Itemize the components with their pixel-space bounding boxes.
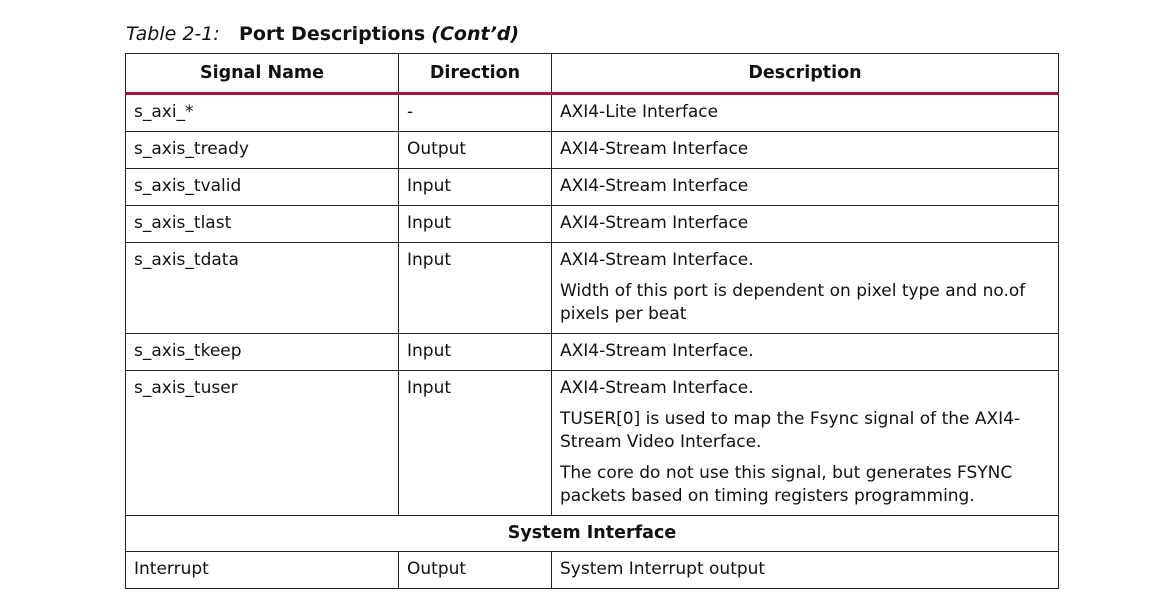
table-caption: Table 2-1: Port Descriptions (Cont’d) <box>126 20 519 48</box>
column-header-signal-name: Signal Name <box>125 53 399 95</box>
description-text: AXI4-Stream Interface <box>560 176 749 196</box>
table-row: s_axis_tready Output AXI4-Stream Interfa… <box>125 131 1059 169</box>
table-header-row: Signal Name Direction Description <box>125 53 1059 95</box>
direction-cell: Input <box>398 205 552 243</box>
description-text: AXI4-Stream Interface. <box>560 341 754 361</box>
table-title: Port Descriptions <box>239 23 426 45</box>
port-descriptions-table: Signal Name Direction Description s_axi_… <box>125 53 1059 589</box>
signal-name-cell: s_axis_tkeep <box>125 333 399 371</box>
description-cell: AXI4-Stream Interface <box>551 168 1059 206</box>
direction-cell: Input <box>398 242 552 334</box>
direction-cell: Input <box>398 168 552 206</box>
description-cell: System Interrupt output <box>551 551 1059 589</box>
signal-name-cell: s_axis_tready <box>125 131 399 169</box>
table-row: s_axi_* - AXI4-Lite Interface <box>125 93 1059 132</box>
description-cell: AXI4-Stream Interface <box>551 131 1059 169</box>
description-text: System Interrupt output <box>560 559 766 579</box>
signal-name-cell: s_axis_tlast <box>125 205 399 243</box>
description-cell: AXI4-Stream Interface. TUSER[0] is used … <box>551 370 1059 516</box>
description-text: AXI4-Stream Interface. <box>560 378 754 398</box>
direction-cell: Input <box>398 370 552 516</box>
signal-name-cell: s_axis_tvalid <box>125 168 399 206</box>
description-text: TUSER[0] is used to map the Fsync signal… <box>560 409 1021 452</box>
description-cell: AXI4-Stream Interface. <box>551 333 1059 371</box>
signal-name-cell: s_axis_tuser <box>125 370 399 516</box>
description-cell: AXI4-Stream Interface <box>551 205 1059 243</box>
section-title: System Interface <box>125 515 1059 552</box>
table-row: s_axis_tdata Input AXI4-Stream Interface… <box>125 242 1059 334</box>
signal-name-cell: Interrupt <box>125 551 399 589</box>
description-text: AXI4-Stream Interface <box>560 139 749 159</box>
column-header-direction: Direction <box>398 53 552 95</box>
description-text: AXI4-Stream Interface. <box>560 250 754 270</box>
table-row: Interrupt Output System Interrupt output <box>125 551 1059 589</box>
section-header-row: System Interface <box>125 515 1059 552</box>
direction-cell: Input <box>398 333 552 371</box>
direction-cell: Output <box>398 131 552 169</box>
table-row: s_axis_tvalid Input AXI4-Stream Interfac… <box>125 168 1059 206</box>
table-row: s_axis_tuser Input AXI4-Stream Interface… <box>125 370 1059 516</box>
description-text: Width of this port is dependent on pixel… <box>560 281 1026 324</box>
table-row: s_axis_tkeep Input AXI4-Stream Interface… <box>125 333 1059 371</box>
description-text: AXI4-Lite Interface <box>560 102 719 122</box>
description-cell: AXI4-Stream Interface. Width of this por… <box>551 242 1059 334</box>
column-header-description: Description <box>551 53 1059 95</box>
description-text: The core do not use this signal, but gen… <box>560 463 1013 506</box>
signal-name-cell: s_axis_tdata <box>125 242 399 334</box>
description-cell: AXI4-Lite Interface <box>551 93 1059 132</box>
signal-name-cell: s_axi_* <box>125 93 399 132</box>
table-continued-label: (Cont’d) <box>431 23 520 45</box>
description-text: AXI4-Stream Interface <box>560 213 749 233</box>
direction-cell: - <box>398 93 552 132</box>
table-row: s_axis_tlast Input AXI4-Stream Interface <box>125 205 1059 243</box>
table-number: Table 2-1: <box>126 23 220 45</box>
direction-cell: Output <box>398 551 552 589</box>
